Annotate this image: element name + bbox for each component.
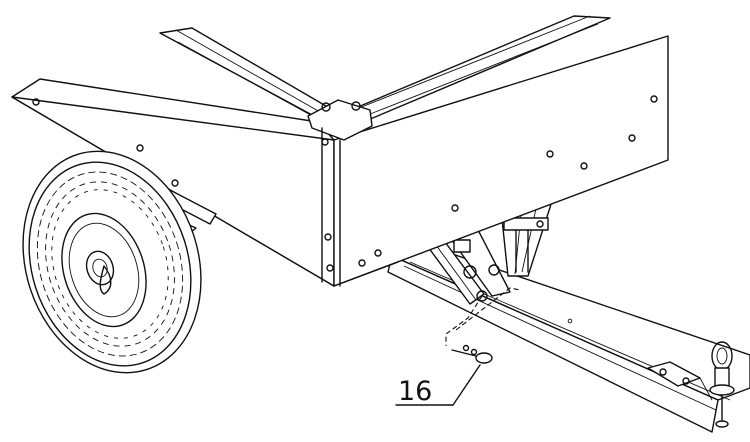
box-rivets [32,95,658,272]
dump-box [11,15,669,287]
part-number-label: 16 [398,376,432,407]
hitch-pin-assembly [445,287,521,364]
wheel [22,150,202,374]
hitch-eye-bolt [709,341,735,428]
tow-bar [387,242,750,433]
part-callout: 16 [395,364,481,407]
